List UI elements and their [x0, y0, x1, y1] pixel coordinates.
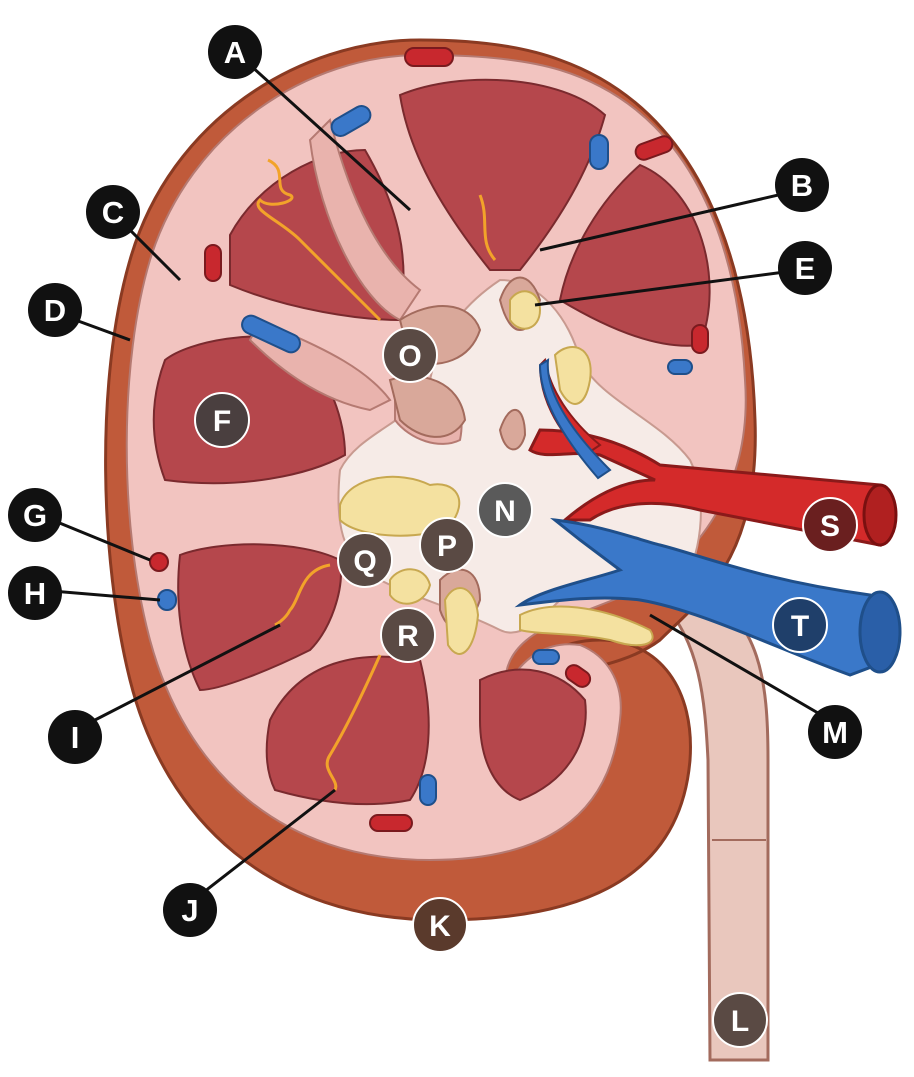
ureter: [660, 590, 768, 1060]
svg-text:A: A: [224, 35, 246, 70]
label-P: P: [420, 518, 474, 572]
svg-text:O: O: [398, 340, 421, 373]
label-B: B: [775, 158, 829, 212]
label-S: S: [803, 498, 857, 552]
svg-text:T: T: [791, 610, 809, 643]
svg-text:R: R: [397, 620, 419, 653]
label-A: A: [208, 25, 262, 79]
label-E: E: [778, 241, 832, 295]
svg-text:P: P: [437, 530, 457, 563]
svg-text:I: I: [71, 720, 80, 755]
label-Q: Q: [338, 533, 392, 587]
label-F: F: [195, 393, 249, 447]
label-T: T: [773, 598, 827, 652]
label-O: O: [383, 328, 437, 382]
label-G: G: [8, 488, 62, 542]
svg-text:E: E: [795, 251, 816, 286]
svg-text:S: S: [820, 510, 840, 543]
label-C: C: [86, 185, 140, 239]
svg-text:N: N: [494, 495, 516, 528]
svg-text:C: C: [102, 195, 124, 230]
label-R: R: [381, 608, 435, 662]
renal-artery-lumen: [864, 485, 896, 545]
label-K: K: [413, 898, 467, 952]
label-J: J: [163, 883, 217, 937]
label-H: H: [8, 566, 62, 620]
svg-text:G: G: [23, 498, 47, 533]
svg-text:B: B: [791, 168, 813, 203]
svg-text:J: J: [181, 893, 198, 928]
svg-text:K: K: [429, 910, 451, 943]
label-M: M: [808, 705, 862, 759]
renal-vein-lumen: [860, 592, 900, 672]
svg-text:H: H: [24, 576, 46, 611]
label-I: I: [48, 710, 102, 764]
svg-text:Q: Q: [353, 545, 376, 578]
label-L: L: [713, 993, 767, 1047]
svg-text:D: D: [44, 293, 66, 328]
label-D: D: [28, 283, 82, 337]
label-N: N: [478, 483, 532, 537]
svg-text:F: F: [213, 405, 231, 438]
svg-text:L: L: [731, 1005, 749, 1038]
svg-text:M: M: [822, 715, 848, 750]
